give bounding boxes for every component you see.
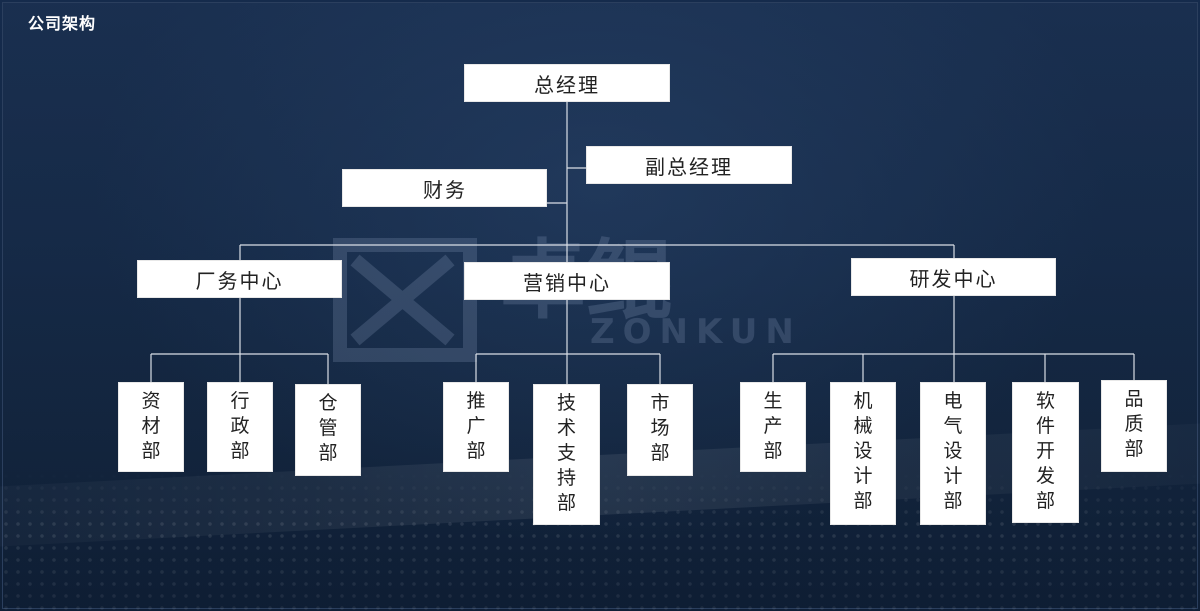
dept-label: 软件开发部 [1035,390,1055,512]
node-rnd-center: 研发中心 [851,258,1056,296]
node-finance: 财务 [342,169,547,207]
dept-label: 生产部 [763,390,783,462]
node-dept-software: 软件开发部 [1012,382,1079,523]
decor-dot-pattern [0,470,1200,611]
node-dept-admin: 行政部 [207,382,273,472]
page-title: 公司架构 [28,14,97,33]
dept-label: 资材部 [141,390,161,462]
node-dept-materials: 资材部 [118,382,184,472]
node-factory-center: 厂务中心 [137,260,342,298]
dept-label: 仓管部 [318,392,338,464]
node-dept-quality: 品质部 [1101,380,1167,472]
node-dept-market: 市场部 [627,384,693,476]
node-dept-mech-design: 机械设计部 [830,382,896,525]
dept-label: 品质部 [1124,388,1144,460]
dept-label: 市场部 [650,392,670,464]
node-dept-tech-support: 技术支持部 [533,384,600,525]
node-dept-warehouse: 仓管部 [295,384,361,476]
watermark-latin: ZONKUN [590,312,802,352]
node-dept-elec-design: 电气设计部 [920,382,986,525]
dept-label: 行政部 [230,390,250,462]
dept-label: 技术支持部 [556,392,576,514]
node-dept-production: 生产部 [740,382,806,472]
node-dept-promotion: 推广部 [443,382,509,472]
watermark-cross-icon [350,254,455,346]
dept-label: 机械设计部 [853,390,873,512]
dept-label: 推广部 [466,390,486,462]
node-marketing-center: 营销中心 [464,262,670,300]
node-deputy: 副总经理 [586,146,792,184]
node-ceo: 总经理 [464,64,670,102]
dept-label: 电气设计部 [943,390,963,512]
